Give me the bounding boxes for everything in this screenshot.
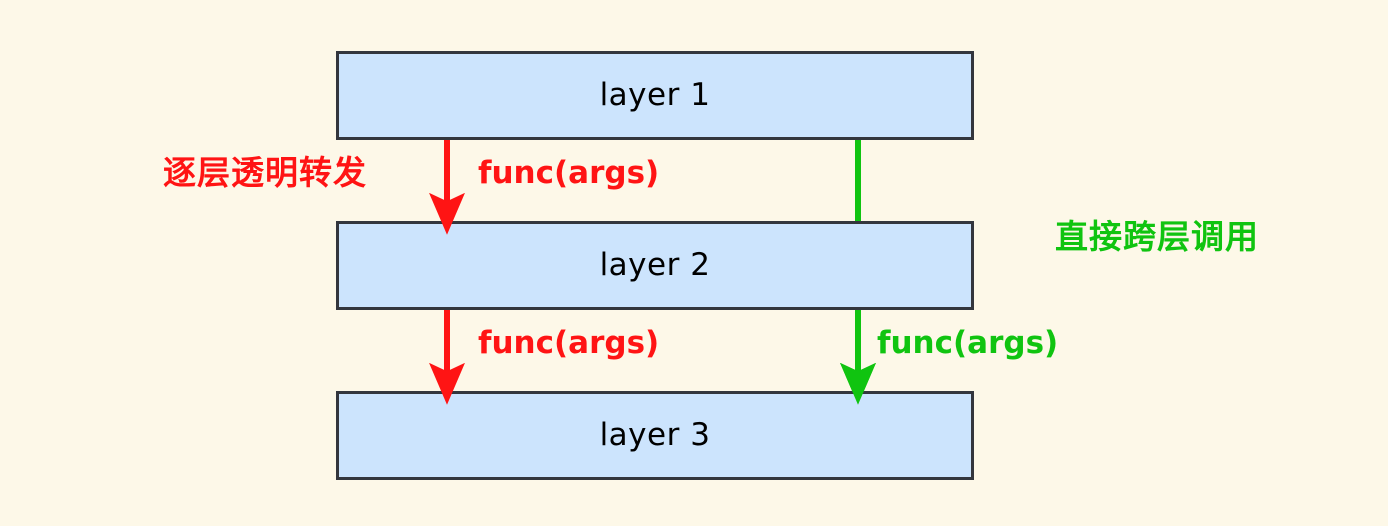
edge-label-red-lower: func(args): [478, 325, 660, 361]
layer-box-2-label: layer 2: [599, 247, 711, 283]
layer-box-1[interactable]: layer 1: [336, 51, 974, 140]
layer-box-2[interactable]: layer 2: [336, 221, 974, 310]
annotation-cross-layer-call: 直接跨层调用: [1055, 217, 1259, 256]
layer-box-1-label: layer 1: [599, 77, 711, 113]
annotation-layered-forwarding: 逐层透明转发: [163, 153, 367, 192]
edge-label-green-lower: func(args): [877, 325, 1059, 361]
layer-box-3-label: layer 3: [599, 417, 711, 453]
layer-box-3[interactable]: layer 3: [336, 391, 974, 480]
edge-label-red-upper: func(args): [478, 155, 660, 191]
